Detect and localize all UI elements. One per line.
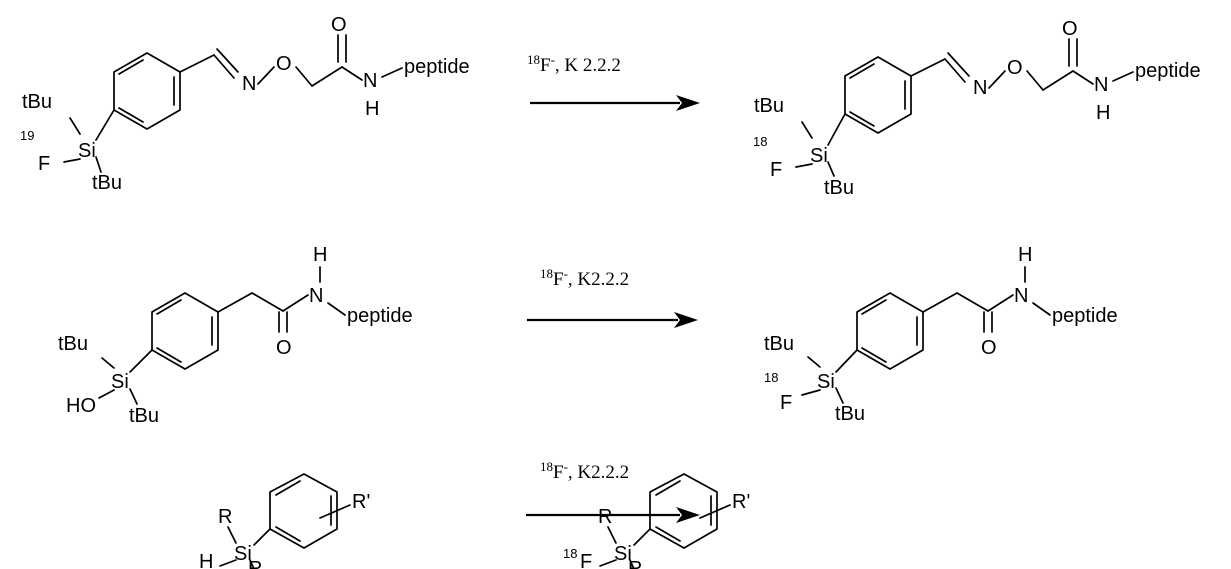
carbonyl-oxygen: O [276,337,292,359]
oxime-oxygen: O [276,53,292,75]
r-group: R [218,506,232,528]
carbonyl-oxygen: O [331,14,347,36]
reaction-2-arrow: 18F-, K2.2.2 [527,266,698,328]
benzene-ring [151,292,219,370]
oxime-oxygen: O [1007,57,1023,79]
silicon-atom: Si [810,145,828,167]
fluorine-isotope: 19 [20,128,34,143]
r-group: R [598,506,612,528]
amide-nitrogen: N [363,70,377,92]
silicon-atom: Si [111,371,129,393]
silicon-atom: Si [817,371,835,393]
amide-nitrogen: N [1014,285,1028,307]
reaction-3-arrow: 18F-, K2.2.2 [526,459,700,523]
amide-nitrogen: N [1094,74,1108,96]
tbu-group: tBu [129,405,159,427]
imine-nitrogen: N [973,77,987,99]
tbu-group: tBu [835,403,865,425]
amide-hydrogen: H [365,98,379,120]
amide-hydrogen: H [313,244,327,266]
r-prime-substituent: R' [352,491,370,513]
tbu-group: tBu [824,177,854,199]
hydride-hydrogen: H [199,551,213,569]
fluorine-isotope: 18 [563,546,577,561]
fluorine-atom: F [770,159,782,181]
reaction-1-reactant: N O O N H peptide tBu Si 19 F tBu [20,14,470,194]
silicon-atom: Si [78,140,96,162]
peptide-label: peptide [1052,305,1118,327]
amide-nitrogen: N [309,285,323,307]
reaction-2-reactant: H N O peptide tBu Si HO tBu [58,244,413,427]
tbu-group: tBu [764,333,794,355]
tbu-group: tBu [58,333,88,355]
fluorine-isotope: 18 [753,134,767,149]
r-group: R [628,558,642,569]
hydroxyl-group: HO [66,395,96,417]
imine-nitrogen: N [242,73,256,95]
tbu-group: tBu [754,95,784,117]
benzene-ring [856,292,924,370]
fluorine-atom: F [38,153,50,175]
reaction-conditions: 18F-, K2.2.2 [540,266,629,290]
amide-hydrogen: H [1096,102,1110,124]
r-prime-substituent: R' [732,491,750,513]
fluorine-isotope: 18 [764,370,778,385]
fluorine-atom: F [780,392,792,414]
peptide-label: peptide [347,305,413,327]
reaction-conditions: 18F-, K2.2.2 [540,459,629,483]
benzene-ring [269,473,338,549]
amide-hydrogen: H [1018,244,1032,266]
tbu-group: tBu [92,172,122,194]
r-group: R [248,558,262,569]
reaction-3-product: R Si 18 F R R' [563,473,750,569]
reaction-conditions: 18F-, K 2.2.2 [527,52,621,76]
reaction-1-arrow: 18F-, K 2.2.2 [527,52,700,111]
peptide-label: peptide [1135,60,1201,82]
carbonyl-oxygen: O [1062,18,1078,40]
peptide-label: peptide [404,56,470,78]
benzene-ring [113,52,181,130]
benzene-ring [844,56,912,134]
fluorine-atom: F [580,551,592,569]
silicon-atom: Si [234,543,252,565]
silicon-atom: Si [614,543,632,565]
reaction-1-product: N O O N H peptide tBu Si 18 F tBu [753,18,1201,199]
reaction-3-reactant: R Si H R R' [199,473,370,569]
benzene-ring [649,473,718,549]
tbu-group: tBu [22,91,52,113]
carbonyl-oxygen: O [981,337,997,359]
reaction-2-product: H N O peptide tBu Si 18 F tBu [764,244,1118,425]
